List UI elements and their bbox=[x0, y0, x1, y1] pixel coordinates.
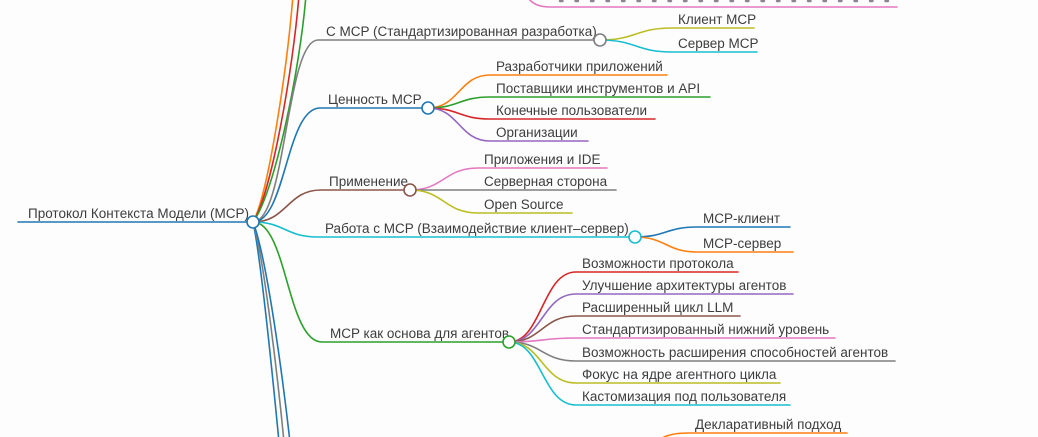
branch-link bbox=[252, 189, 404, 223]
child-link bbox=[634, 226, 791, 238]
child-label-agent-cycle-focus[interactable]: Фокус на ядре агентного цикла bbox=[582, 367, 777, 382]
branch-link bbox=[252, 107, 423, 223]
child-label-agent-architecture[interactable]: Улучшение архитектуры агентов bbox=[582, 278, 786, 293]
child-label-organizations[interactable]: Организации bbox=[496, 125, 578, 140]
node-circle-agents[interactable] bbox=[502, 335, 516, 349]
branch-label-usage[interactable]: Применение bbox=[329, 174, 408, 189]
child-label-tool-providers[interactable]: Поставщики инструментов и API bbox=[496, 81, 700, 96]
child-link bbox=[599, 27, 755, 41]
child-link bbox=[599, 39, 758, 53]
child-label-mcp-server2[interactable]: MCP-сервер bbox=[703, 236, 781, 251]
child-label-mcp-client[interactable]: Клиент MCP bbox=[678, 12, 756, 27]
partial-top-node-line bbox=[528, 0, 898, 8]
child-label-app-devs[interactable]: Разработчики приложений bbox=[496, 59, 663, 74]
mindmap-root-label[interactable]: Протокол Контекста Модели (MCP) bbox=[28, 206, 249, 221]
child-label-user-customization[interactable]: Кастомизация под пользователя bbox=[582, 389, 786, 404]
offscreen-top-link bbox=[252, 0, 300, 223]
node-circle-usage[interactable] bbox=[403, 183, 417, 197]
node-circle-smcp[interactable] bbox=[593, 33, 607, 47]
child-link bbox=[508, 293, 794, 343]
child-label-declarative-approach[interactable]: Декларативный подход bbox=[695, 417, 841, 432]
child-link bbox=[508, 341, 791, 406]
child-label-standardized-lower-level[interactable]: Стандартизированный нижний уровень bbox=[582, 322, 829, 337]
child-link bbox=[409, 189, 573, 214]
child-label-mcp-client2[interactable]: MCP-клиент bbox=[703, 211, 780, 226]
child-label-open-source[interactable]: Open Source bbox=[484, 197, 564, 212]
branch-link bbox=[252, 221, 504, 343]
child-label-agent-extensibility[interactable]: Возможность расширения способностей аген… bbox=[582, 345, 888, 360]
node-circle-value[interactable] bbox=[421, 101, 435, 115]
branch-label-agents[interactable]: MCP как основа для агентов bbox=[330, 326, 509, 341]
child-label-end-users[interactable]: Конечные пользователи bbox=[496, 103, 647, 118]
branch-label-work[interactable]: Работа с MCP (Взаимодействие клиент–серв… bbox=[325, 221, 629, 236]
offscreen-top-link bbox=[252, 0, 294, 223]
child-link bbox=[409, 167, 608, 191]
branch-label-smcp[interactable]: С MCP (Стандартизированная разработка) bbox=[326, 24, 597, 39]
offscreen-bottom-link bbox=[252, 221, 291, 437]
branch-label-value[interactable]: Ценность MCP bbox=[328, 92, 422, 107]
child-label-protocol-capabilities[interactable]: Возможности протокола bbox=[582, 256, 734, 271]
child-link bbox=[634, 236, 794, 253]
child-link bbox=[427, 107, 589, 142]
child-label-apps-ide[interactable]: Приложения и IDE bbox=[484, 152, 601, 167]
branch-link bbox=[252, 221, 630, 238]
offscreen-bottom-link bbox=[252, 221, 285, 437]
node-circle-root[interactable] bbox=[246, 215, 260, 229]
branch-link bbox=[252, 39, 595, 223]
child-link bbox=[508, 337, 836, 343]
node-circle-work[interactable] bbox=[628, 230, 642, 244]
child-link bbox=[508, 315, 741, 343]
child-label-server-side[interactable]: Серверная сторона bbox=[484, 174, 608, 189]
offscreen-top-link bbox=[252, 0, 307, 223]
offscreen-bottom-link bbox=[252, 221, 280, 437]
child-link bbox=[427, 74, 668, 109]
child-label-mcp-server[interactable]: Сервер MCP bbox=[678, 36, 759, 51]
child-link bbox=[508, 271, 739, 343]
partial-bottom-node-line bbox=[662, 432, 848, 437]
child-label-llm-cycle[interactable]: Расширенный цикл LLM bbox=[582, 300, 733, 315]
